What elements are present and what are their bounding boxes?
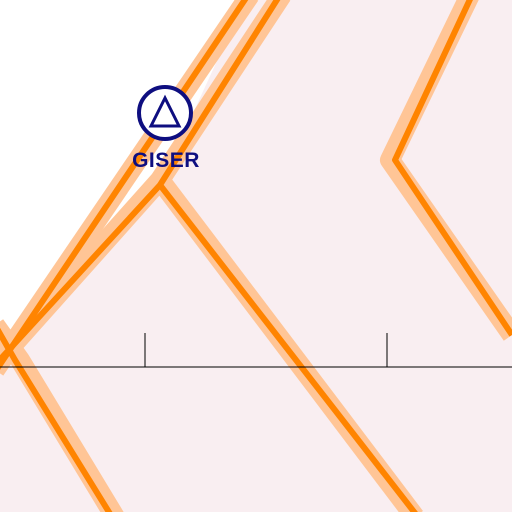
boundary-line-4[interactable] [0,325,113,512]
boundary-line-3[interactable] [392,0,512,337]
boundary-line-2[interactable] [157,183,418,512]
area-polygon-left[interactable] [10,185,415,512]
area-polygon-center[interactable] [160,0,512,512]
triangle-in-circle-icon[interactable] [137,85,193,141]
map-marker[interactable]: GISER [132,85,200,172]
area-polygon-top-right[interactable] [390,0,512,340]
marker-label: GISER [132,149,200,172]
grid-line [0,333,512,368]
boundary-line-5[interactable] [0,0,249,372]
